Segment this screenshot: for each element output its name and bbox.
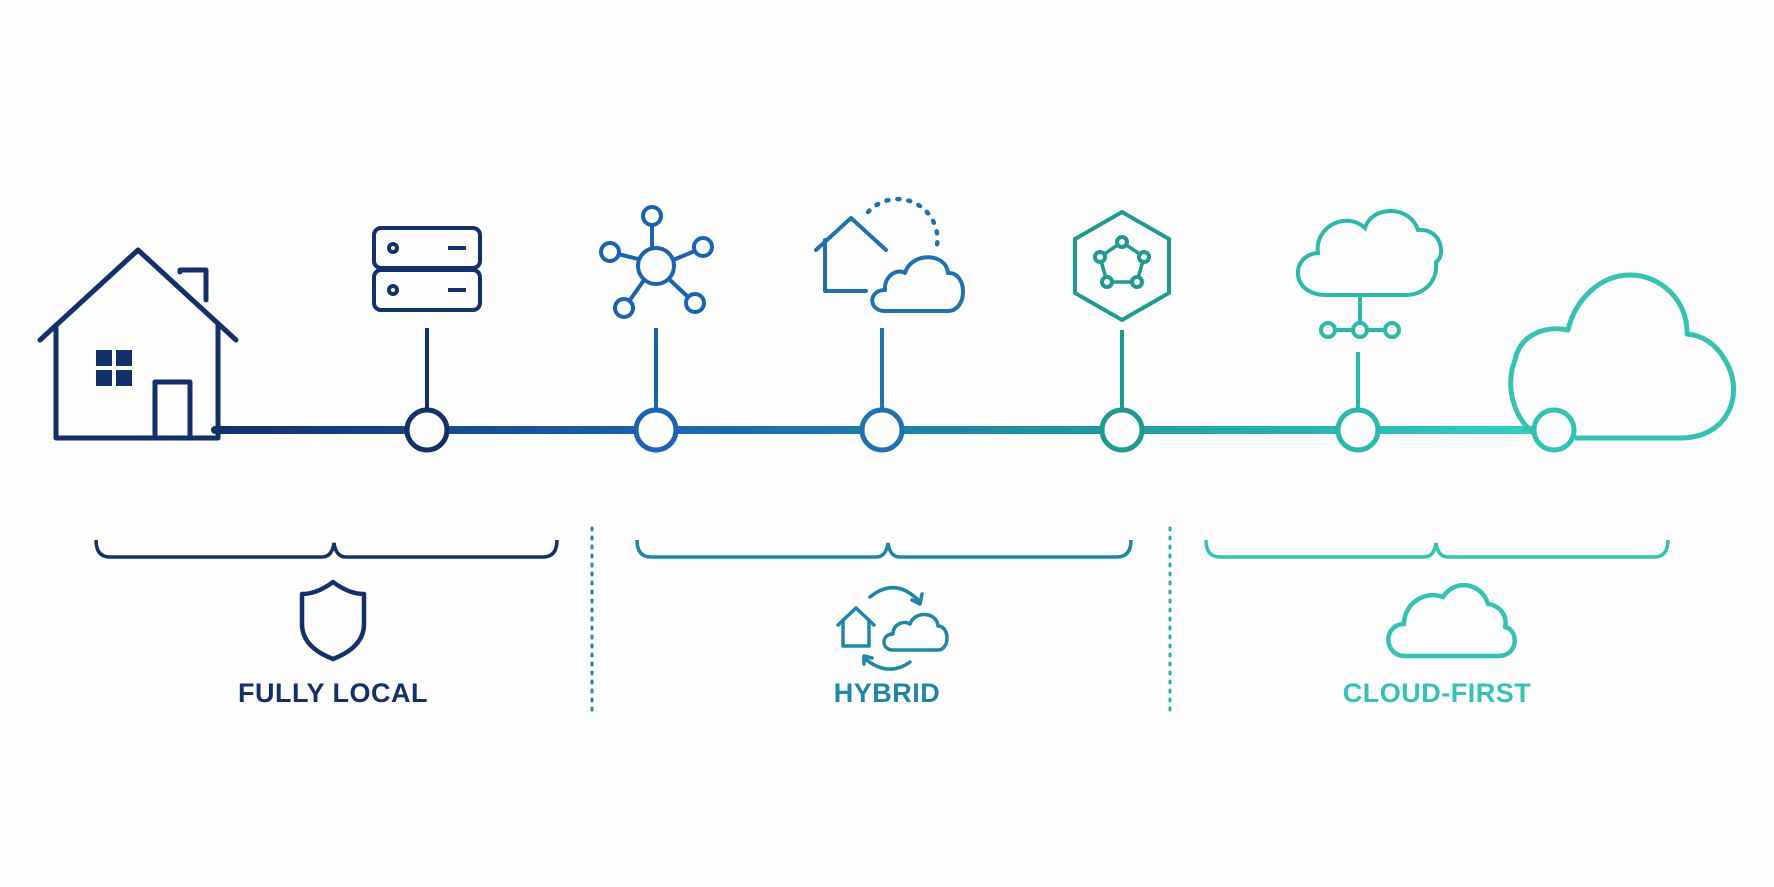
cloud-icon (1386, 582, 1517, 659)
timeline-node (404, 407, 450, 453)
timeline-node (859, 407, 905, 453)
shield-icon (299, 579, 367, 662)
network-hub-icon (599, 205, 714, 319)
house-icon (37, 247, 239, 441)
timeline-node (1099, 407, 1145, 453)
timeline-node (1335, 407, 1381, 453)
home-cloud-icon (814, 196, 965, 313)
label-cloud-first: CLOUD-FIRST (1342, 678, 1532, 708)
timeline-node (1531, 407, 1577, 453)
brace-fully-local (94, 539, 559, 559)
home-cloud-sync-icon (836, 586, 949, 671)
large-cloud-outline (1508, 272, 1736, 441)
server-icon (372, 226, 482, 312)
cloud-network-icon (1295, 209, 1444, 339)
label-hybrid: HYBRID (833, 678, 941, 708)
brace-hybrid (635, 539, 1133, 559)
label-fully-local: FULLY LOCAL (237, 678, 428, 708)
brace-cloud-first (1204, 539, 1670, 559)
timeline-node (633, 407, 679, 453)
hexagon-mesh-icon (1073, 209, 1171, 323)
timeline-nodes (404, 407, 1577, 453)
